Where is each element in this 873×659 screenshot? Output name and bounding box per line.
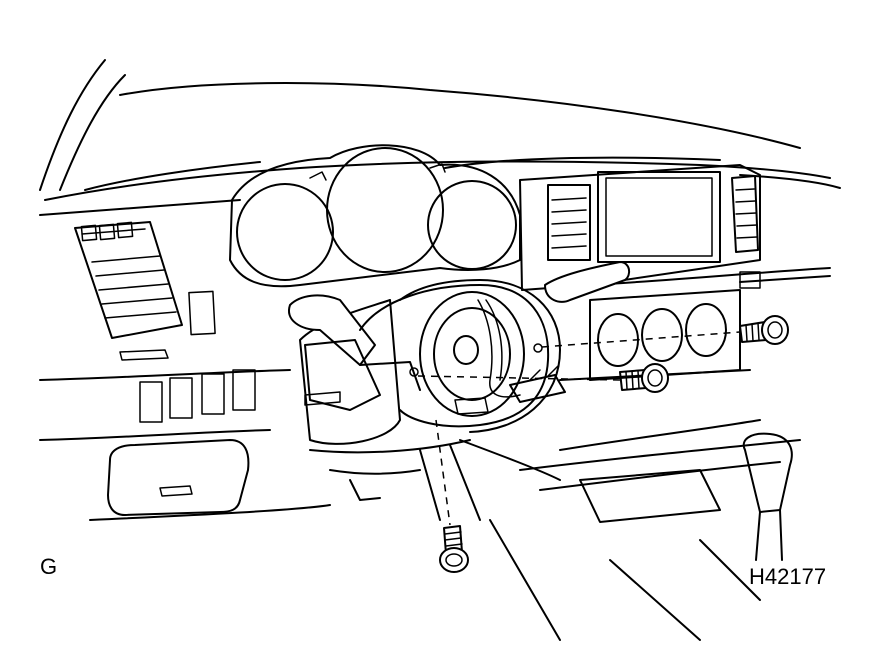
screw-middle — [619, 363, 669, 393]
screw-bottom — [439, 525, 469, 573]
dashboard-top — [39, 156, 841, 441]
lower-left-panel — [89, 439, 331, 521]
windshield-pillar — [39, 59, 801, 191]
switch-levers — [288, 261, 631, 411]
spiral-cable — [359, 279, 566, 433]
screw-right — [739, 315, 789, 345]
screw-leaders — [417, 331, 741, 526]
center-lower-panel — [559, 289, 761, 451]
center-stack — [519, 164, 761, 291]
view-label: G — [40, 554, 58, 579]
instrument-cluster — [229, 144, 521, 288]
figure-id: H42177 — [749, 564, 827, 589]
center-console — [489, 432, 801, 641]
left-air-vent — [74, 221, 216, 361]
left-switch-panel — [139, 369, 256, 423]
